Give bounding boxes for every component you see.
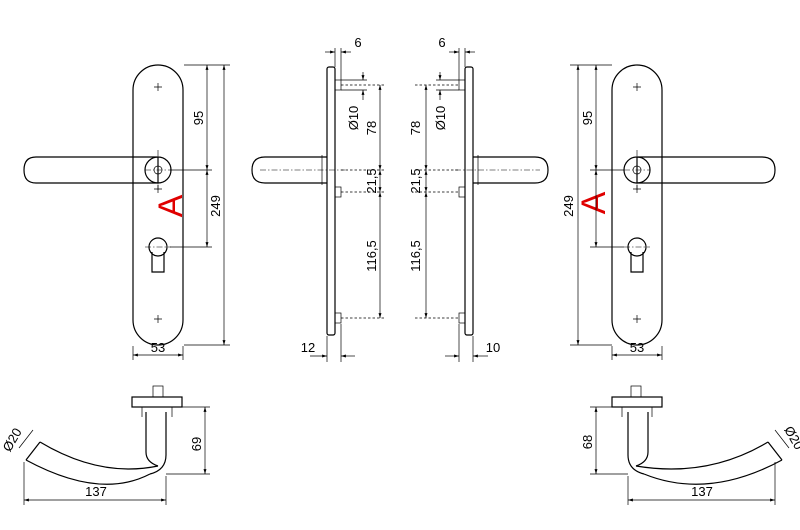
right-side-lever <box>473 156 549 184</box>
dim-53-left: 53 <box>151 340 165 355</box>
right-top-lever <box>635 441 783 485</box>
right-side-plate <box>464 66 474 336</box>
left-top-lever <box>25 441 159 485</box>
left-top-rose <box>131 396 183 408</box>
orientation-letter-left: A <box>152 194 190 217</box>
dim-6-right: 6 <box>438 35 445 50</box>
dim-78-left: 78 <box>364 121 379 135</box>
right-front-view: A 95 249 53 <box>561 64 776 360</box>
right-backplate <box>611 64 663 346</box>
orientation-letter-right: A <box>575 191 613 214</box>
dim-249-left: 249 <box>208 195 223 217</box>
left-screw-marks <box>154 83 162 323</box>
dim-95-right: 95 <box>580 111 595 125</box>
dim-dia20-right: Ø20 <box>781 423 800 452</box>
right-keyhole <box>627 237 647 273</box>
dim-78-right: 78 <box>408 121 423 135</box>
right-top-view: Ø20 68 137 <box>580 385 800 505</box>
dim-68: 68 <box>580 435 595 449</box>
dim-dia10-left: Ø10 <box>346 106 361 131</box>
left-keyhole <box>148 237 168 273</box>
dim-dia20-left: Ø20 <box>0 425 25 454</box>
right-screw-marks <box>633 83 641 323</box>
dim-69: 69 <box>189 437 204 451</box>
left-top-view: Ø20 69 137 <box>0 385 210 505</box>
left-side-plate <box>326 66 336 336</box>
dim-6-left: 6 <box>354 35 361 50</box>
left-front-view: A 95 249 53 <box>23 64 230 360</box>
dim-21-5-right: 21,5 <box>408 168 423 193</box>
dim-116-5-right: 116,5 <box>408 240 423 272</box>
left-side-lever <box>251 156 327 184</box>
dim-137-right: 137 <box>691 484 713 499</box>
dim-137-left: 137 <box>85 484 107 499</box>
left-backplate <box>132 64 184 346</box>
dim-116-5-left: 116,5 <box>364 240 379 272</box>
dim-21-5-left: 21,5 <box>364 168 379 193</box>
right-side-view: 6 Ø10 78 21,5 116,5 10 <box>408 35 549 362</box>
right-top-rose <box>611 396 663 408</box>
dim-12: 12 <box>301 340 315 355</box>
dim-95-left: 95 <box>191 111 206 125</box>
left-lever <box>23 156 159 184</box>
right-lever <box>636 156 776 184</box>
dim-dia10-right: Ø10 <box>433 106 448 131</box>
dim-10: 10 <box>486 340 500 355</box>
dim-53-right: 53 <box>630 340 644 355</box>
left-side-view: 6 Ø10 78 21,5 116,5 12 <box>251 35 385 362</box>
dim-249-right: 249 <box>561 195 576 217</box>
